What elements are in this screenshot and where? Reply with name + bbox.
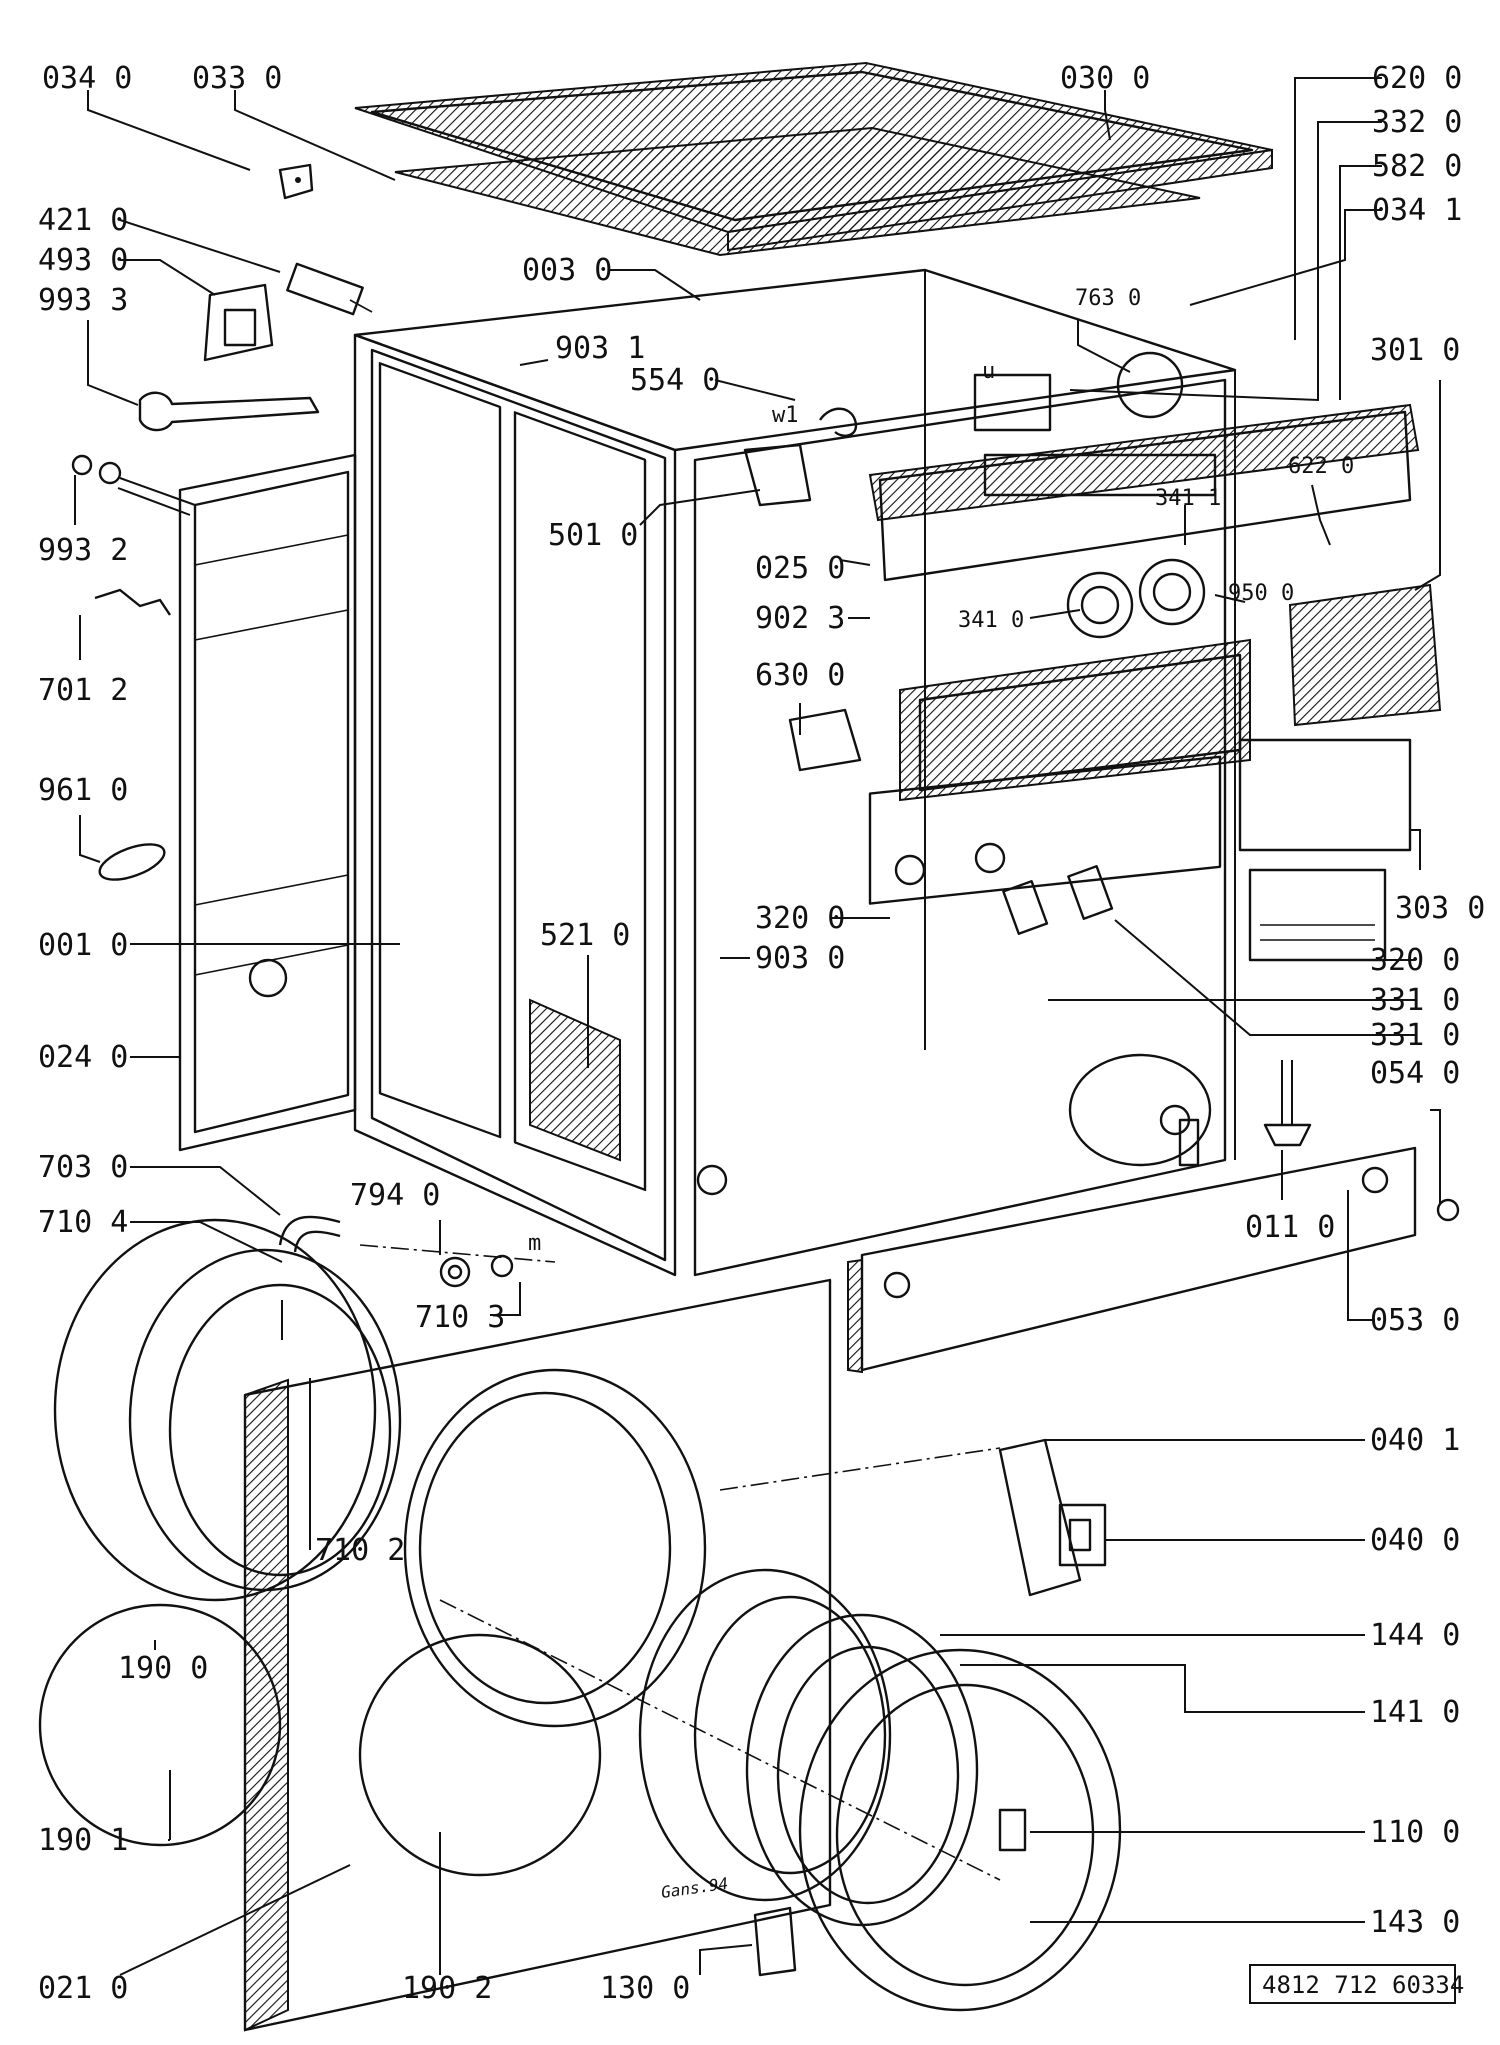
part-label: 710 2 (315, 1533, 405, 1568)
part-label: 030 0 (1060, 61, 1150, 96)
filter-block-part (203, 283, 274, 362)
part-label: 040 0 (1370, 1523, 1460, 1558)
part-label: 630 0 (755, 658, 845, 693)
part-label: 620 0 (1372, 61, 1462, 96)
bolt-part (71, 454, 196, 516)
part-label: 143 0 (1370, 1905, 1460, 1940)
latch-part (753, 1906, 797, 1977)
door-ring-part (638, 1568, 1122, 2012)
part-label: 763 0 (1075, 286, 1141, 311)
part-label: 710 3 (415, 1300, 505, 1335)
part-label: 703 0 (38, 1150, 128, 1185)
side-panel-part (178, 453, 357, 1152)
part-label: 902 3 (755, 601, 845, 636)
part-label: 993 3 (38, 283, 128, 318)
part-label: 622 0 (1288, 454, 1354, 479)
part-label: 053 0 (1370, 1303, 1460, 1338)
part-label: 421 0 (38, 203, 128, 238)
connector-mark-u: u (982, 359, 995, 384)
wrench-part (138, 391, 320, 432)
part-label: 341 0 (958, 608, 1024, 633)
cable-loop-part (98, 843, 166, 881)
part-label: 331 0 (1370, 1018, 1460, 1053)
part-label: 950 0 (1228, 581, 1294, 606)
kick-plate-part (847, 1146, 1460, 1374)
part-label: 301 0 (1370, 333, 1460, 368)
foot-part (1263, 1060, 1312, 1147)
leader-lines (74, 77, 1441, 1976)
connector-mark-m: m (528, 1231, 541, 1256)
part-label: 190 0 (118, 1651, 208, 1686)
bracket-part (278, 163, 314, 200)
part-label: 040 1 (1370, 1423, 1460, 1458)
drawing-signature: Gans.94 (660, 1874, 729, 1902)
part-label: 190 2 (402, 1971, 492, 2006)
hose-part (278, 1215, 514, 1288)
part-label: 021 0 (38, 1971, 128, 2006)
sensor-part (286, 262, 373, 316)
part-label: 025 0 (755, 551, 845, 586)
top-cover-part (354, 61, 1273, 257)
part-label: 993 2 (38, 533, 128, 568)
doc-number: 4812 712 60334 (1262, 1971, 1464, 1999)
part-label: 331 0 (1370, 983, 1460, 1018)
part-label: 011 0 (1245, 1210, 1335, 1245)
part-label: 701 2 (38, 673, 128, 708)
part-label: 903 1 (555, 331, 645, 366)
part-label: 341 1 (1155, 486, 1221, 511)
part-label: 554 0 (630, 363, 720, 398)
part-label: 024 0 (38, 1040, 128, 1075)
part-label: 110 0 (1370, 1815, 1460, 1850)
part-label: 034 1 (1372, 193, 1462, 228)
part-label: 144 0 (1370, 1618, 1460, 1653)
part-label: 493 0 (38, 243, 128, 278)
clip-part (94, 588, 171, 616)
part-label: 034 0 (42, 61, 132, 96)
part-label: 961 0 (38, 773, 128, 808)
part-label: 033 0 (192, 61, 282, 96)
part-label: 003 0 (522, 253, 612, 288)
part-label: 521 0 (540, 918, 630, 953)
part-labels: 034 0 033 0 030 0 620 0 332 0 582 0 034 … (38, 61, 1485, 2006)
front-panel-part (243, 1278, 832, 2032)
part-label: 501 0 (548, 518, 638, 553)
part-label: 582 0 (1372, 149, 1462, 184)
connector-mark-w1: w1 (772, 403, 799, 428)
part-label: 794 0 (350, 1178, 440, 1213)
cabinet-part (353, 268, 1237, 1277)
part-label: 320 0 (755, 901, 845, 936)
door-lock-part (998, 1438, 1107, 1597)
part-label: 001 0 (38, 928, 128, 963)
part-label: 903 0 (755, 941, 845, 976)
doc-number-box: 4812 712 60334 (1249, 1964, 1464, 2004)
part-label: 141 0 (1370, 1695, 1460, 1730)
parts-drawing (38, 61, 1460, 2032)
part-label: 710 4 (38, 1205, 128, 1240)
part-label: 332 0 (1372, 105, 1462, 140)
part-label: 303 0 (1395, 891, 1485, 926)
part-label: 190 1 (38, 1823, 128, 1858)
part-label: 130 0 (600, 1971, 690, 2006)
part-label: 320 0 (1370, 943, 1460, 978)
part-label: 054 0 (1370, 1056, 1460, 1091)
control-panel-part (743, 351, 1442, 1167)
